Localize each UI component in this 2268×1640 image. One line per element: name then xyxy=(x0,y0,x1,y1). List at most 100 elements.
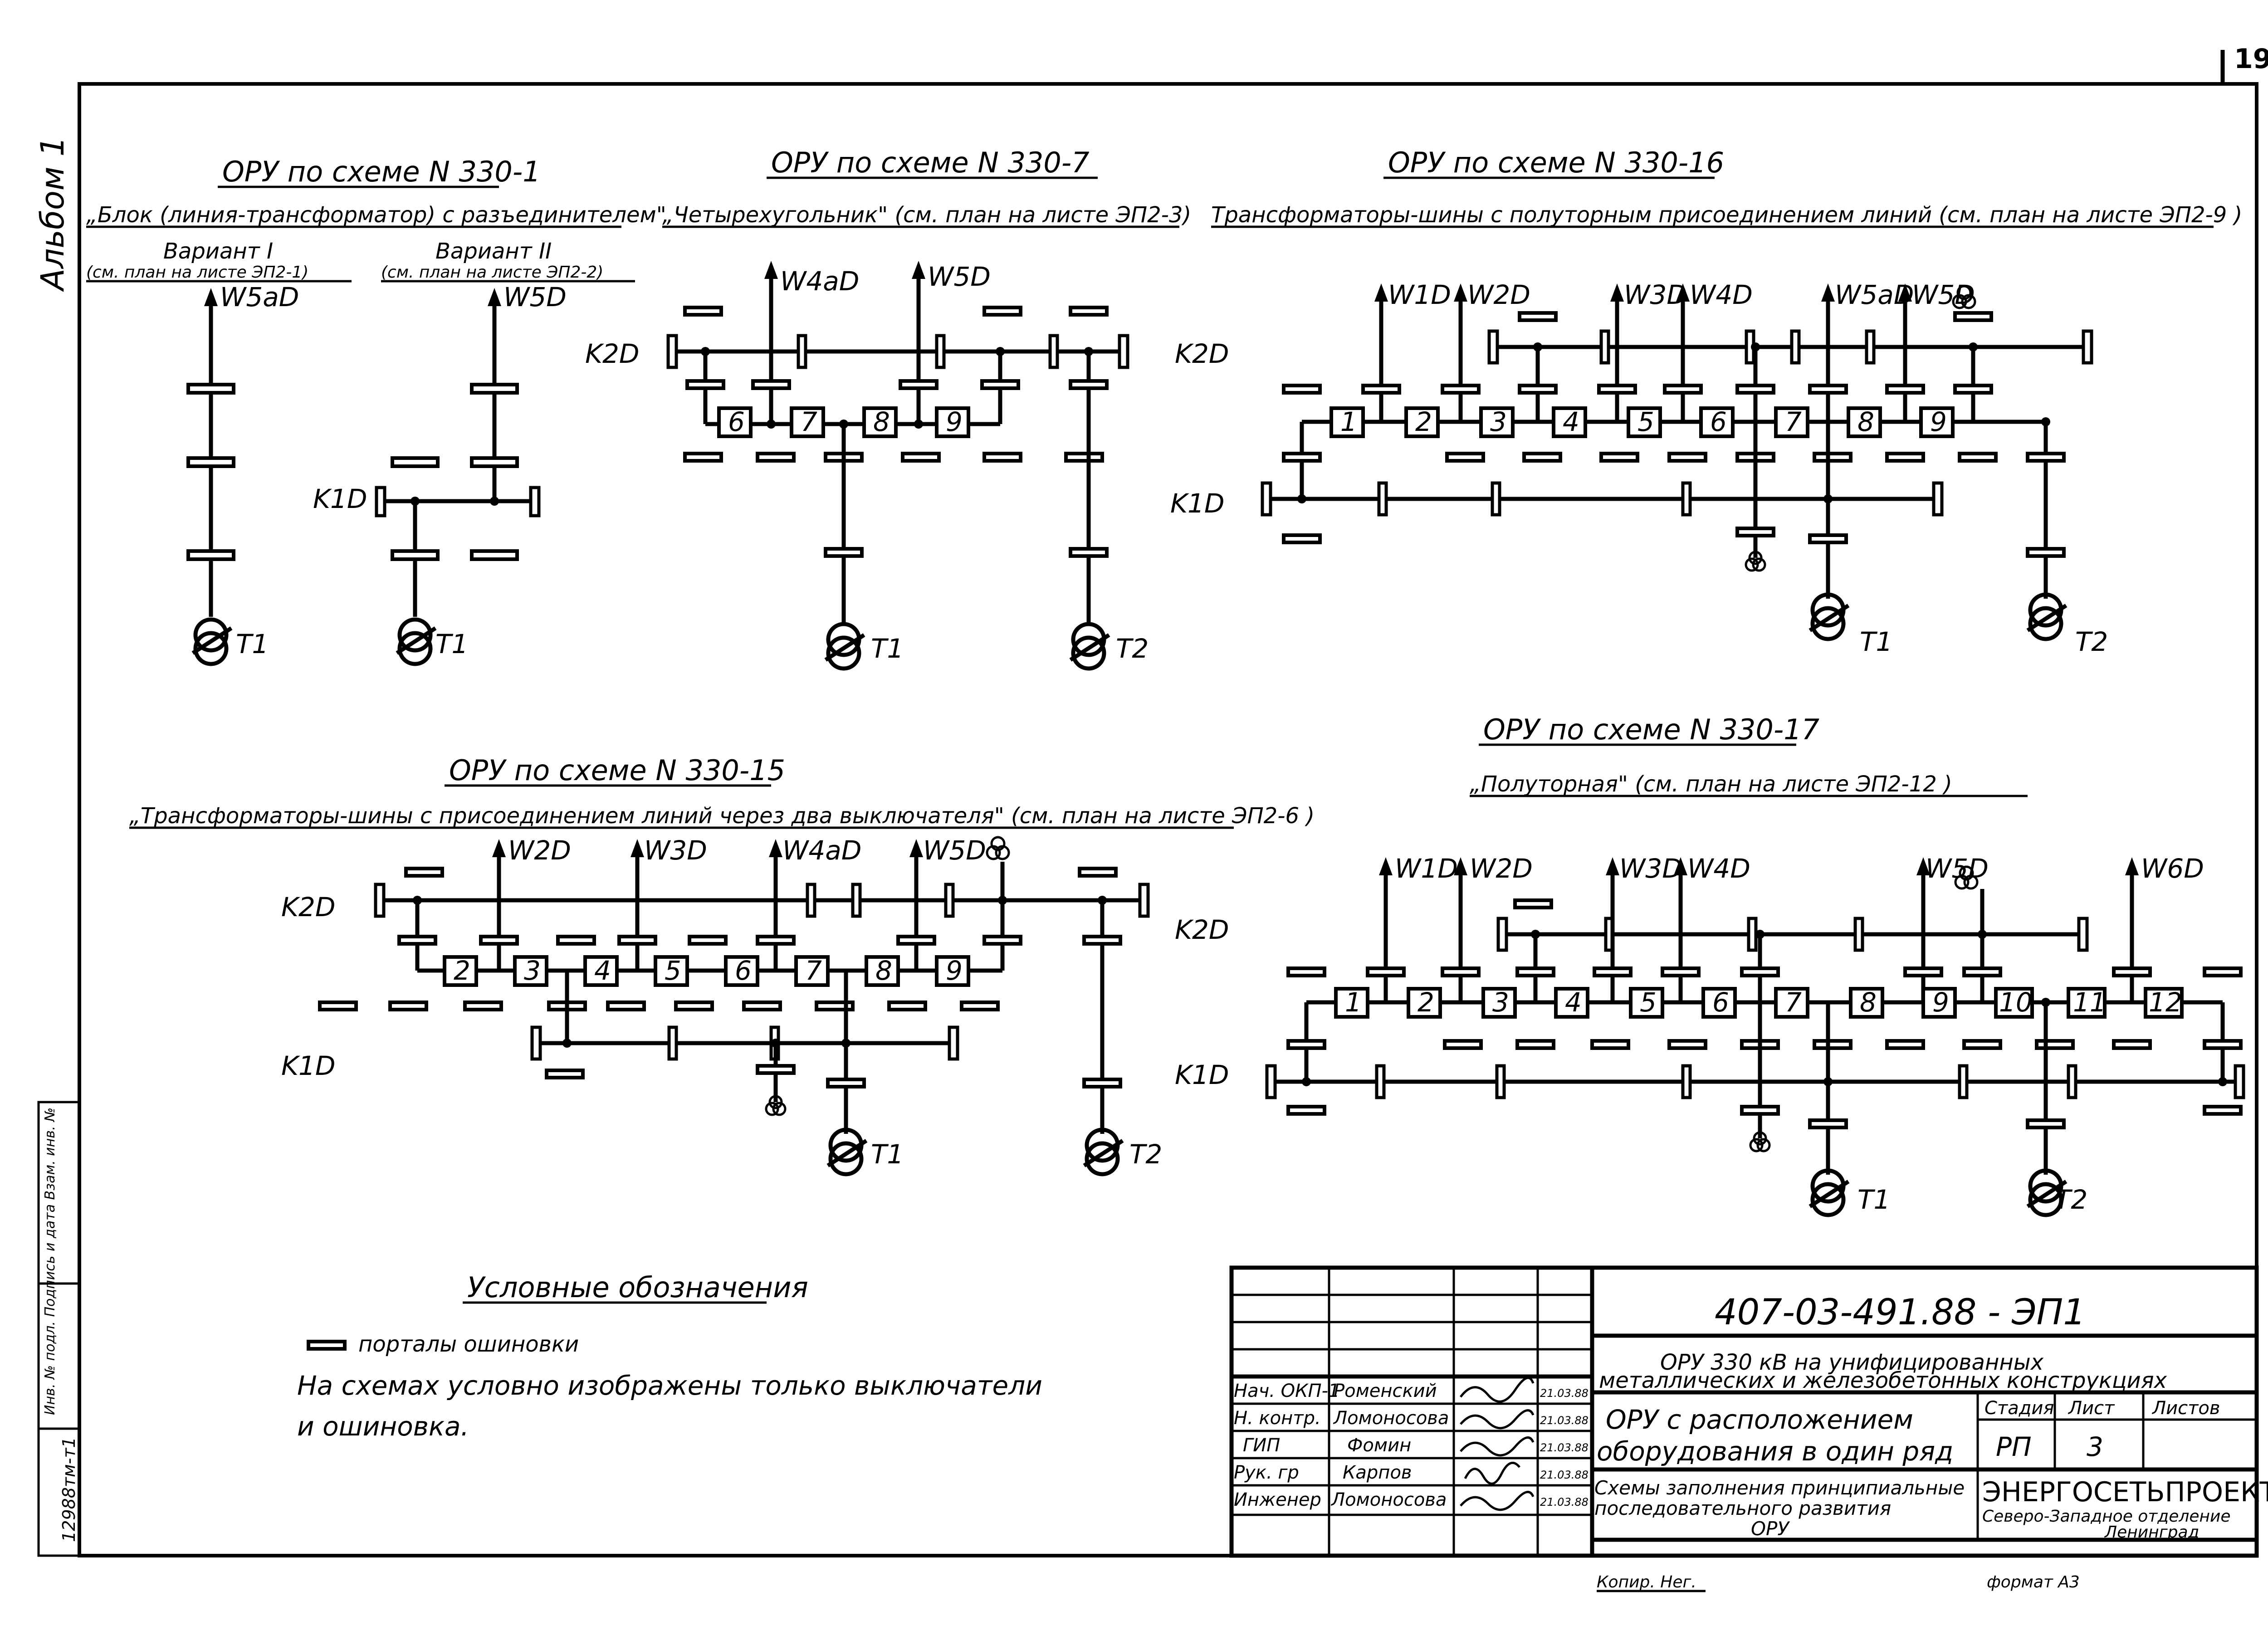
breaker-cell xyxy=(865,955,900,987)
svg-text:W3D: W3D xyxy=(1624,279,1687,310)
legend-note-line2: и ошиновка. xyxy=(297,1411,469,1442)
stage-header: Стадия xyxy=(1984,1398,2054,1419)
side-stamp: Инв. № подл. Подпись и дата Взам. инв. №… xyxy=(37,1101,81,1557)
transformer-label: T1 xyxy=(1860,626,1892,657)
breaker-cell xyxy=(2144,987,2184,1019)
bus-label: K1D xyxy=(1175,1059,1229,1090)
breaker-cell xyxy=(1774,406,1809,438)
svg-text:W4аD: W4аD xyxy=(782,835,861,866)
svg-text:1: 1 xyxy=(1340,406,1357,437)
scheme-subtitle: Трансформаторы-шины с полуторным присоед… xyxy=(1211,202,2242,228)
breaker-cell xyxy=(1334,987,1369,1019)
svg-text:8: 8 xyxy=(1860,987,1877,1018)
svg-text:5: 5 xyxy=(1640,987,1657,1018)
svg-text:4: 4 xyxy=(1563,406,1579,437)
line-arrows: W1D W2D W3D W4D W5D W6D xyxy=(1379,853,2204,1002)
breaker-cell xyxy=(1330,406,1365,438)
svg-text:3: 3 xyxy=(524,955,541,986)
breaker-cell xyxy=(513,955,548,987)
breaker-cell xyxy=(1701,987,1737,1019)
svg-text:W5аD: W5аD xyxy=(1835,279,1914,310)
line-arrows: W2D W3D W4аD W5D xyxy=(492,835,1010,971)
svg-text:11: 11 xyxy=(2073,987,2107,1018)
stage-value: РП xyxy=(1996,1431,2032,1462)
sheets-header: Листов xyxy=(2151,1398,2220,1419)
variant-1-label: Вариант I xyxy=(163,239,273,264)
breaker-cell xyxy=(724,955,759,987)
scheme-330-7: ОРУ по схеме N 330-7 „Четырехугольник" (… xyxy=(585,146,1191,671)
svg-text:6: 6 xyxy=(735,955,752,986)
svg-text:8: 8 xyxy=(873,406,890,437)
bus-label: K1D xyxy=(313,483,367,514)
drawing-frame xyxy=(78,82,2258,1557)
breaker-cell xyxy=(1847,406,1882,438)
scheme-330-16: ОРУ по схеме N 330-16 Трансформаторы-шин… xyxy=(1170,146,2242,657)
breaker-cell xyxy=(2067,987,2107,1019)
breaker-cell xyxy=(1994,987,2034,1019)
transformer-label: T2 xyxy=(1116,633,1149,664)
variant-2-ref: (см. план на листе ЭП2-2) xyxy=(381,263,603,282)
legend: Условные обозначения порталы ошиновки На… xyxy=(297,1271,1042,1442)
scheme-subtitle: „Трансформаторы-шины с присоединением ли… xyxy=(129,803,1315,829)
transformer-symbol xyxy=(824,622,865,671)
organization: ЭНЕРГОСЕТЬПРОЕКТ xyxy=(1982,1476,2268,1508)
svg-text:W2D: W2D xyxy=(508,835,571,866)
breaker-cell xyxy=(1479,406,1515,438)
svg-text:5: 5 xyxy=(665,955,681,986)
breaker-cell xyxy=(790,406,825,438)
project-title-line2: металлических и железобетонных конструкц… xyxy=(1599,1368,2167,1393)
variant-1-ref: (см. план на листе ЭП2-1) xyxy=(86,263,308,282)
transformer-symbol xyxy=(1069,622,1110,671)
transformer-label: T1 xyxy=(871,1139,904,1170)
svg-text:Карпов: Карпов xyxy=(1343,1462,1412,1483)
transformer-symbol xyxy=(1809,1168,1850,1217)
svg-text:10: 10 xyxy=(1999,987,2033,1018)
transformer-symbol xyxy=(2026,1168,2068,1217)
breaker-cell xyxy=(794,955,830,987)
transformer-label: T1 xyxy=(871,633,904,664)
svg-text:Рук. гр: Рук. гр xyxy=(1234,1462,1299,1483)
svg-text:21.03.88: 21.03.88 xyxy=(1540,1387,1589,1400)
svg-text:7: 7 xyxy=(805,955,822,986)
page-number: 19 xyxy=(2234,43,2268,75)
line-label: W5D xyxy=(928,261,991,292)
svg-text:2: 2 xyxy=(454,955,470,986)
svg-text:Роменский: Роменский xyxy=(1334,1381,1437,1401)
breaker-cell xyxy=(654,955,689,987)
title-block: 407-03-491.88 - ЭП1 ОРУ 330 кВ на унифиц… xyxy=(1229,1265,2268,1558)
breaker-cell xyxy=(1554,987,1589,1019)
drawing-title-line3: ОРУ xyxy=(1751,1518,1790,1540)
svg-text:Фомин: Фомин xyxy=(1347,1435,1411,1456)
drawing-title-line2: последовательного развития xyxy=(1594,1497,1891,1519)
sheet-title-line1: ОРУ с расположением xyxy=(1606,1404,1913,1435)
line-label: W5аD xyxy=(220,282,299,312)
breaker-cell xyxy=(1921,987,1957,1019)
signatory-row: Нач. ОКП-1 Роменский 21.03.88 Н. контр. … xyxy=(1234,1376,1589,1511)
breaker-cell xyxy=(862,406,898,438)
bus-label: K2D xyxy=(585,338,640,369)
transformer-label: T1 xyxy=(435,629,468,659)
breaker-row: 1 2 3 4 5 6 7 8 9 xyxy=(1330,406,1955,438)
line-arrows: W1D W2D W3D W4D W5аD W5D xyxy=(1374,279,1976,422)
transformer-symbol xyxy=(826,1128,868,1176)
svg-text:6: 6 xyxy=(1712,987,1729,1018)
svg-text:8: 8 xyxy=(1857,406,1874,437)
scheme-subtitle: „Полуторная" (см. план на листе ЭП2-12 ) xyxy=(1470,771,1952,797)
transformer-label: T2 xyxy=(2055,1184,2087,1215)
svg-text:4: 4 xyxy=(594,955,611,986)
transformer-symbol xyxy=(191,617,233,666)
svg-text:3: 3 xyxy=(1492,987,1509,1018)
svg-text:2: 2 xyxy=(1418,987,1434,1018)
svg-text:21.03.88: 21.03.88 xyxy=(1540,1414,1589,1427)
scheme-330-15: ОРУ по схеме N 330-15 „Трансформаторы-ши… xyxy=(129,754,1315,1176)
legend-title: Условные обозначения xyxy=(467,1271,808,1304)
bus-label: K2D xyxy=(1175,338,1229,369)
transformer-label: T1 xyxy=(1857,1184,1890,1215)
scheme-330-17: ОРУ по схеме N 330-17 „Полуторная" (см. … xyxy=(1175,713,2245,1217)
svg-text:7: 7 xyxy=(1785,987,1802,1018)
format-label: формат А3 xyxy=(1987,1573,2080,1591)
scheme-subtitle: „Блок (линия-трансформатор) с разъединит… xyxy=(86,202,666,228)
svg-text:ГИП: ГИП xyxy=(1243,1435,1280,1456)
svg-text:W5D: W5D xyxy=(923,835,986,866)
